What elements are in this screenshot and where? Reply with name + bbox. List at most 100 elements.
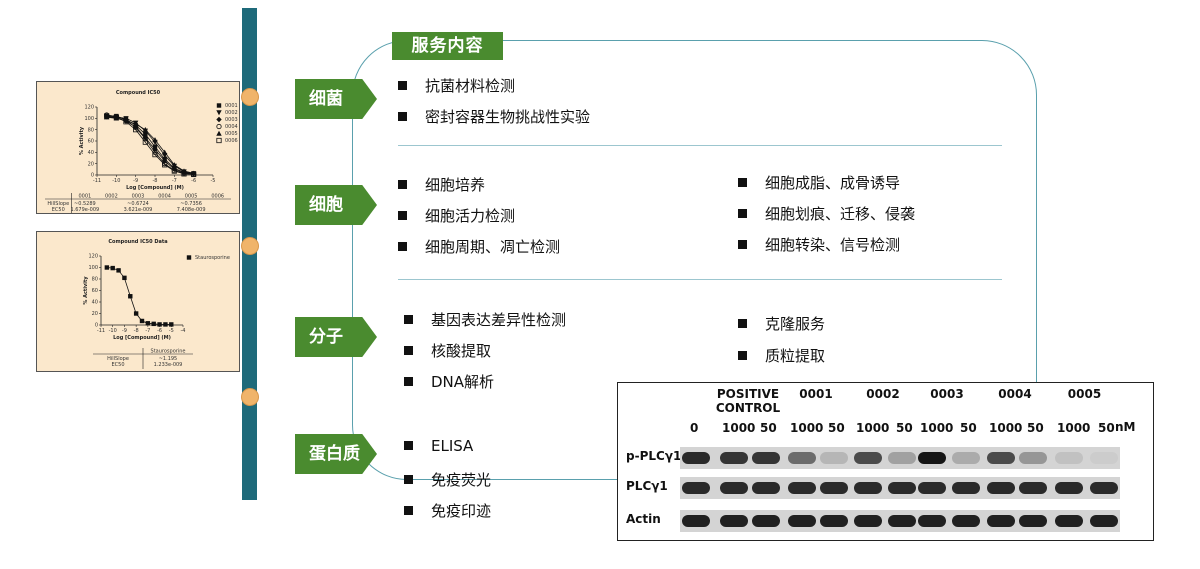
y-axis-label: % Activity [79, 126, 85, 155]
y-tick-label: 20 [92, 311, 98, 317]
data-point [216, 137, 222, 144]
blot-band [1019, 452, 1047, 464]
bullet-icon [404, 346, 413, 355]
table-cell: EC50 [52, 207, 65, 213]
x-axis-label: Log [Compound] (M) [113, 335, 171, 341]
bullet-icon [404, 506, 413, 515]
service-title: 服务内容 [392, 32, 503, 60]
blot-band [752, 452, 780, 464]
data-point [169, 322, 174, 327]
blot-row-label: PLCγ1 [626, 479, 668, 493]
list-item: 细胞培养 [398, 174, 485, 195]
data-point [104, 265, 110, 270]
blot-band [1090, 452, 1118, 464]
blot-band [952, 482, 980, 494]
category-cell: 细胞 [295, 185, 377, 225]
table-header: 0003 [132, 194, 145, 200]
y-tick-label: 80 [92, 277, 98, 283]
list-item: 基因表达差异性检测 [404, 309, 566, 330]
legend-label: 0001 [225, 103, 238, 109]
table-cell: 7.408e-009 [177, 207, 206, 213]
ic50-chart-svg: Compound IC50-11-10-9-8-7-6-502040608010… [45, 90, 238, 213]
blot-row-label: Actin [626, 512, 661, 526]
x-axis-label: Log [Compound] (M) [126, 185, 184, 191]
list-item: 细胞转染、信号检测 [738, 234, 900, 255]
data-point [216, 103, 222, 108]
x-tick-label: -8 [134, 328, 139, 334]
x-tick-label: -6 [191, 178, 196, 184]
list-item: 克隆服务 [738, 313, 825, 334]
series-line [106, 267, 172, 325]
dose-label: 1000 [920, 421, 954, 435]
blot-band [918, 515, 946, 527]
category-bacteria: 细菌 [295, 79, 377, 119]
blot-row-label: p-PLCγ1 [626, 449, 682, 463]
blot-band [987, 482, 1015, 494]
blot-band [752, 482, 780, 494]
ic50-data-chart-svg: Compound IC50 Data-11-10-9-8-7-6-5-40204… [83, 239, 230, 369]
data-point [128, 294, 133, 299]
dose-label: 50 [1027, 421, 1044, 435]
y-tick-label: 20 [88, 161, 94, 167]
list-item: 核酸提取 [404, 340, 491, 361]
x-tick-label: -10 [112, 178, 120, 184]
data-point [152, 144, 158, 149]
dose-label: 1000 [790, 421, 824, 435]
data-point [157, 322, 162, 327]
list-item: 细胞活力检测 [398, 205, 515, 226]
data-point [171, 168, 177, 174]
table-cell: ~0.6724 [127, 201, 149, 207]
x-tick-label: -9 [122, 328, 127, 334]
y-tick-label: 100 [84, 116, 94, 122]
blot-band [788, 482, 816, 494]
series-line [106, 115, 194, 175]
timeline-dot [241, 88, 259, 106]
table-header: Staurosporine [151, 349, 186, 355]
data-point [216, 110, 222, 116]
data-point [161, 149, 168, 155]
y-tick-label: 40 [88, 150, 94, 156]
dose-label: 50 [828, 421, 845, 435]
data-point [216, 123, 222, 130]
table-cell: 3.621e-009 [124, 207, 153, 213]
legend-label: 0005 [225, 131, 238, 137]
data-point [152, 137, 158, 143]
data-point [151, 321, 156, 327]
blot-band [952, 515, 980, 527]
lane-group-header: 0002 [866, 387, 900, 401]
data-point [104, 113, 110, 119]
legend-label: 0003 [225, 117, 238, 123]
blot-band [1090, 482, 1118, 494]
dose-label: 50 [1098, 421, 1115, 435]
y-tick-label: 60 [88, 139, 94, 145]
bullet-icon [404, 441, 413, 450]
blot-band [720, 452, 748, 464]
blot-band [820, 515, 848, 527]
series-line [106, 115, 194, 175]
data-point [171, 162, 178, 167]
data-point [142, 134, 149, 141]
bullet-icon [738, 351, 747, 360]
list-item: 免疫印迹 [404, 500, 491, 521]
bullet-icon [738, 178, 747, 187]
data-point [132, 121, 139, 127]
list-item: 细胞成脂、成骨诱导 [738, 172, 900, 193]
bullet-icon [398, 81, 407, 90]
table-header: 0002 [105, 194, 118, 200]
blot-band [1019, 482, 1047, 494]
timeline-dot [241, 237, 259, 255]
series-line [106, 115, 194, 174]
blot-band [752, 515, 780, 527]
section-divider [398, 145, 1002, 146]
section-divider [398, 279, 1002, 280]
lane-group-header: 0003 [930, 387, 964, 401]
blot-band [888, 482, 916, 494]
dose-label: 50 [960, 421, 977, 435]
blot-band [720, 515, 748, 527]
blot-band [1055, 515, 1083, 527]
x-tick-label: -9 [133, 178, 138, 184]
data-point [152, 152, 158, 158]
